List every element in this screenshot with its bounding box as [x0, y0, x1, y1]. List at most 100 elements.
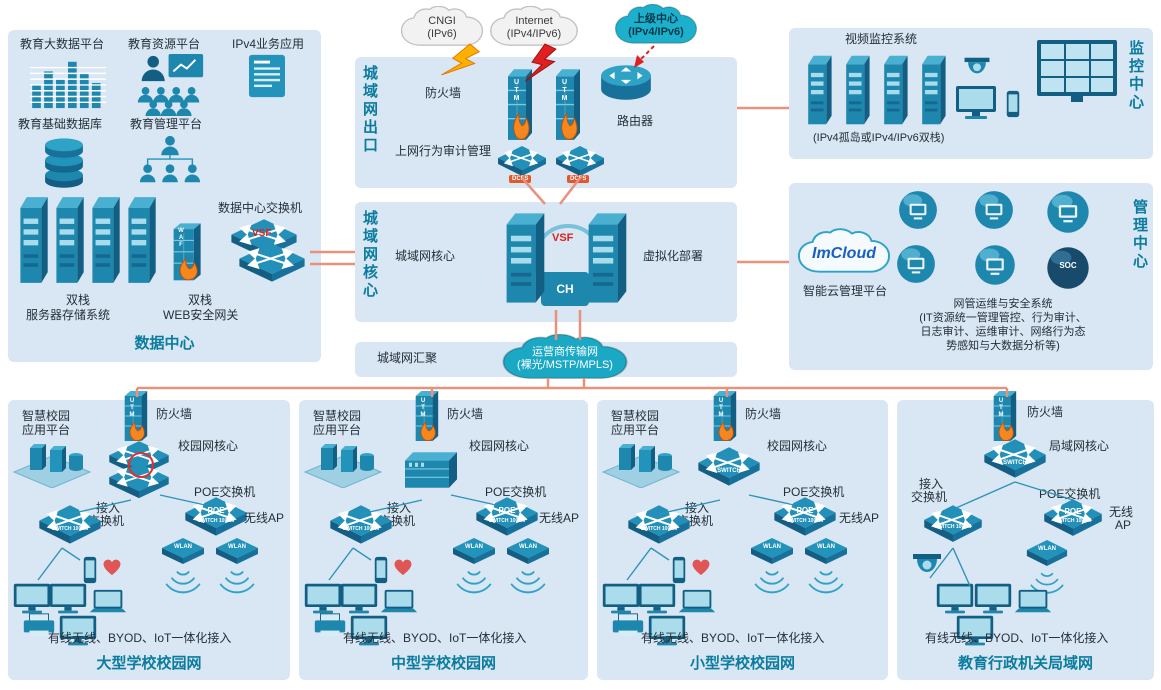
switch-model-tag: SWITCH 1000M: [786, 518, 824, 524]
wireless-ap-label-1: 无线: [1109, 505, 1134, 519]
cngi-name: CNGI: [428, 15, 456, 27]
platform-icon: [303, 434, 383, 488]
camera-icon: [909, 552, 945, 582]
platform-icon: [601, 434, 681, 488]
server-storage-label-1: 双栈: [66, 293, 91, 307]
utm-tag: UTM: [561, 79, 568, 103]
phone-icon: [373, 556, 389, 584]
switch-tag: SWITCH: [717, 468, 741, 474]
switch-model-tag: SWITCH 1000M: [640, 526, 678, 532]
utm-tag: UTM: [129, 398, 135, 419]
panel-campus-large: 智慧校园 应用平台 UTM 防火墙 校园网核心 POE交换机 POE SWITC…: [8, 400, 290, 680]
wifi-waves-icon: [803, 568, 849, 598]
poe-switch-label: POE交换机: [485, 485, 547, 499]
poe-switch-label: POE交换机: [783, 485, 845, 499]
internet-detail: (IPv4/IPv6): [506, 28, 562, 40]
carrier-detail: (裸光/MSTP/MPLS): [517, 359, 613, 371]
wifi-waves-icon: [749, 568, 795, 598]
camera-icon: [961, 56, 993, 82]
screen-wall-icon: [1035, 38, 1119, 104]
monitor-icon: [303, 582, 343, 616]
router-icon: [597, 61, 655, 105]
imcloud-logo: ImCloud: [812, 245, 876, 262]
smart-campus-label-1: 智慧校园: [22, 409, 71, 423]
monitor-icon: [48, 582, 88, 616]
upper-center-detail: (IPv4/IPv6): [628, 26, 684, 38]
dcfs-tag: DCFS: [509, 175, 532, 183]
heart-icon: [691, 558, 711, 576]
heart-icon: [393, 558, 413, 576]
smart-campus-label-2: 应用平台: [313, 423, 362, 437]
metro-core-title: 城域网核心: [361, 210, 378, 300]
monitor-icon: [973, 582, 1013, 616]
smart-campus-label-2: 应用平台: [611, 423, 660, 437]
panel-admin-lan: UTM 防火墙 SWITCH 局域网核心 接入 交换机 SWITCH 1000M…: [897, 400, 1154, 680]
monitor-sphere-icon: [897, 189, 939, 231]
vsf-tag: VSF: [552, 232, 574, 244]
panel-monitoring: 视频监控系统 (IPv4孤岛或IPv4/IPv6双栈) 监控中心: [789, 28, 1153, 159]
campus-medium-title: 中型学校校园网: [390, 655, 496, 672]
utm-tag: UTM: [718, 398, 724, 419]
heart-icon: [102, 558, 122, 576]
switch-model-tag: SWITCH 1000M: [51, 526, 89, 532]
vsf-ring: [128, 452, 154, 478]
laptop-icon: [675, 588, 719, 616]
storage-server-icon: [839, 50, 875, 130]
firewall-icon: [503, 65, 535, 147]
dc-switch-icon: [238, 242, 306, 288]
poe-tag: POE: [1064, 507, 1082, 516]
utm-tag: UTM: [420, 398, 426, 419]
waf-tag: WAF: [178, 228, 184, 249]
laptop-icon: [1011, 588, 1055, 616]
core-switch-icon: [399, 446, 463, 494]
wireless-ap-icon: [451, 536, 497, 566]
video-surveillance-label: 视频监控系统: [845, 32, 918, 46]
wlan-tag: WLAN: [1038, 546, 1056, 552]
carrier-network-cloud: 运营商传输网 (裸光/MSTP/MPLS): [498, 334, 632, 386]
platform-icon: [12, 434, 92, 488]
bar-chart-icon: [30, 56, 106, 110]
campus-large-title: 大型学校校园网: [96, 655, 202, 672]
ch-tag: CH: [556, 282, 574, 296]
firewall-icon: [120, 388, 150, 446]
ipv4-app-label: IPv4业务应用: [232, 37, 305, 51]
integrated-access-label: 有线无线、BYOD、IoT一体化接入: [48, 631, 232, 645]
smart-campus-label-1: 智慧校园: [313, 409, 362, 423]
laptop-icon: [377, 588, 421, 616]
org-chart-icon: [136, 134, 204, 188]
waf-gateway-icon: [168, 220, 204, 286]
document-icon: [246, 52, 288, 100]
admin-lan-title: 教育行政机关局域网: [957, 655, 1093, 672]
poe-switch-label: POE交换机: [194, 485, 256, 499]
training-people-icon: [134, 52, 206, 118]
database-icon: [38, 132, 90, 192]
virtualization-label: 虚拟化部署: [643, 249, 704, 263]
wlan-tag: WLAN: [519, 544, 537, 550]
wireless-ap-icon: [749, 536, 795, 566]
audit-sphere-icon: [973, 189, 1015, 231]
firewall-label: 防火墙: [156, 407, 193, 421]
monitoring-caption: (IPv4孤岛或IPv4/IPv6双栈): [813, 132, 945, 144]
access-switch-label-2: 交换机: [911, 490, 948, 504]
upper-center-name: 上级中心: [634, 13, 678, 25]
panel-campus-medium: 智慧校园 应用平台 UTM 防火墙 校园网核心 POE交换机 POE SWITC…: [299, 400, 588, 680]
firewall-icon: [411, 388, 441, 446]
storage-server-icon: [877, 50, 913, 130]
internet-cloud: Internet (IPv4/IPv6): [487, 6, 581, 52]
router-label: 路由器: [617, 114, 654, 128]
firewall-label: 防火墙: [745, 407, 782, 421]
switch-model-tag: SWITCH 1000M: [197, 518, 235, 524]
firewall-icon: [709, 388, 739, 446]
utm-tag: UTM: [513, 79, 520, 103]
switch-model-tag: SWITCH 1000M: [488, 518, 526, 524]
dc-switch-label: 数据中心交换机: [218, 201, 303, 215]
wifi-waves-icon: [505, 568, 551, 598]
wlan-tag: WLAN: [174, 544, 192, 550]
metro-exit-title: 城域网出口: [361, 65, 378, 155]
user-sphere-icon: [973, 243, 1017, 287]
integrated-access-label: 有线无线、BYOD、IoT一体化接入: [641, 631, 825, 645]
server-storage-label-2: 服务器存储系统: [26, 308, 111, 322]
panel-metro-exit: 城域网出口 防火墙 UTM UTM 路由器 上网行为审计管理 DCFS DCFS: [355, 57, 737, 188]
panel-datacenter: 教育大数据平台 教育资源平台 IPv4业务应用 教育基础数据库 教育管理平台 数…: [8, 30, 321, 362]
ops-line-4: 势感知与大数据分析等): [946, 340, 1060, 352]
